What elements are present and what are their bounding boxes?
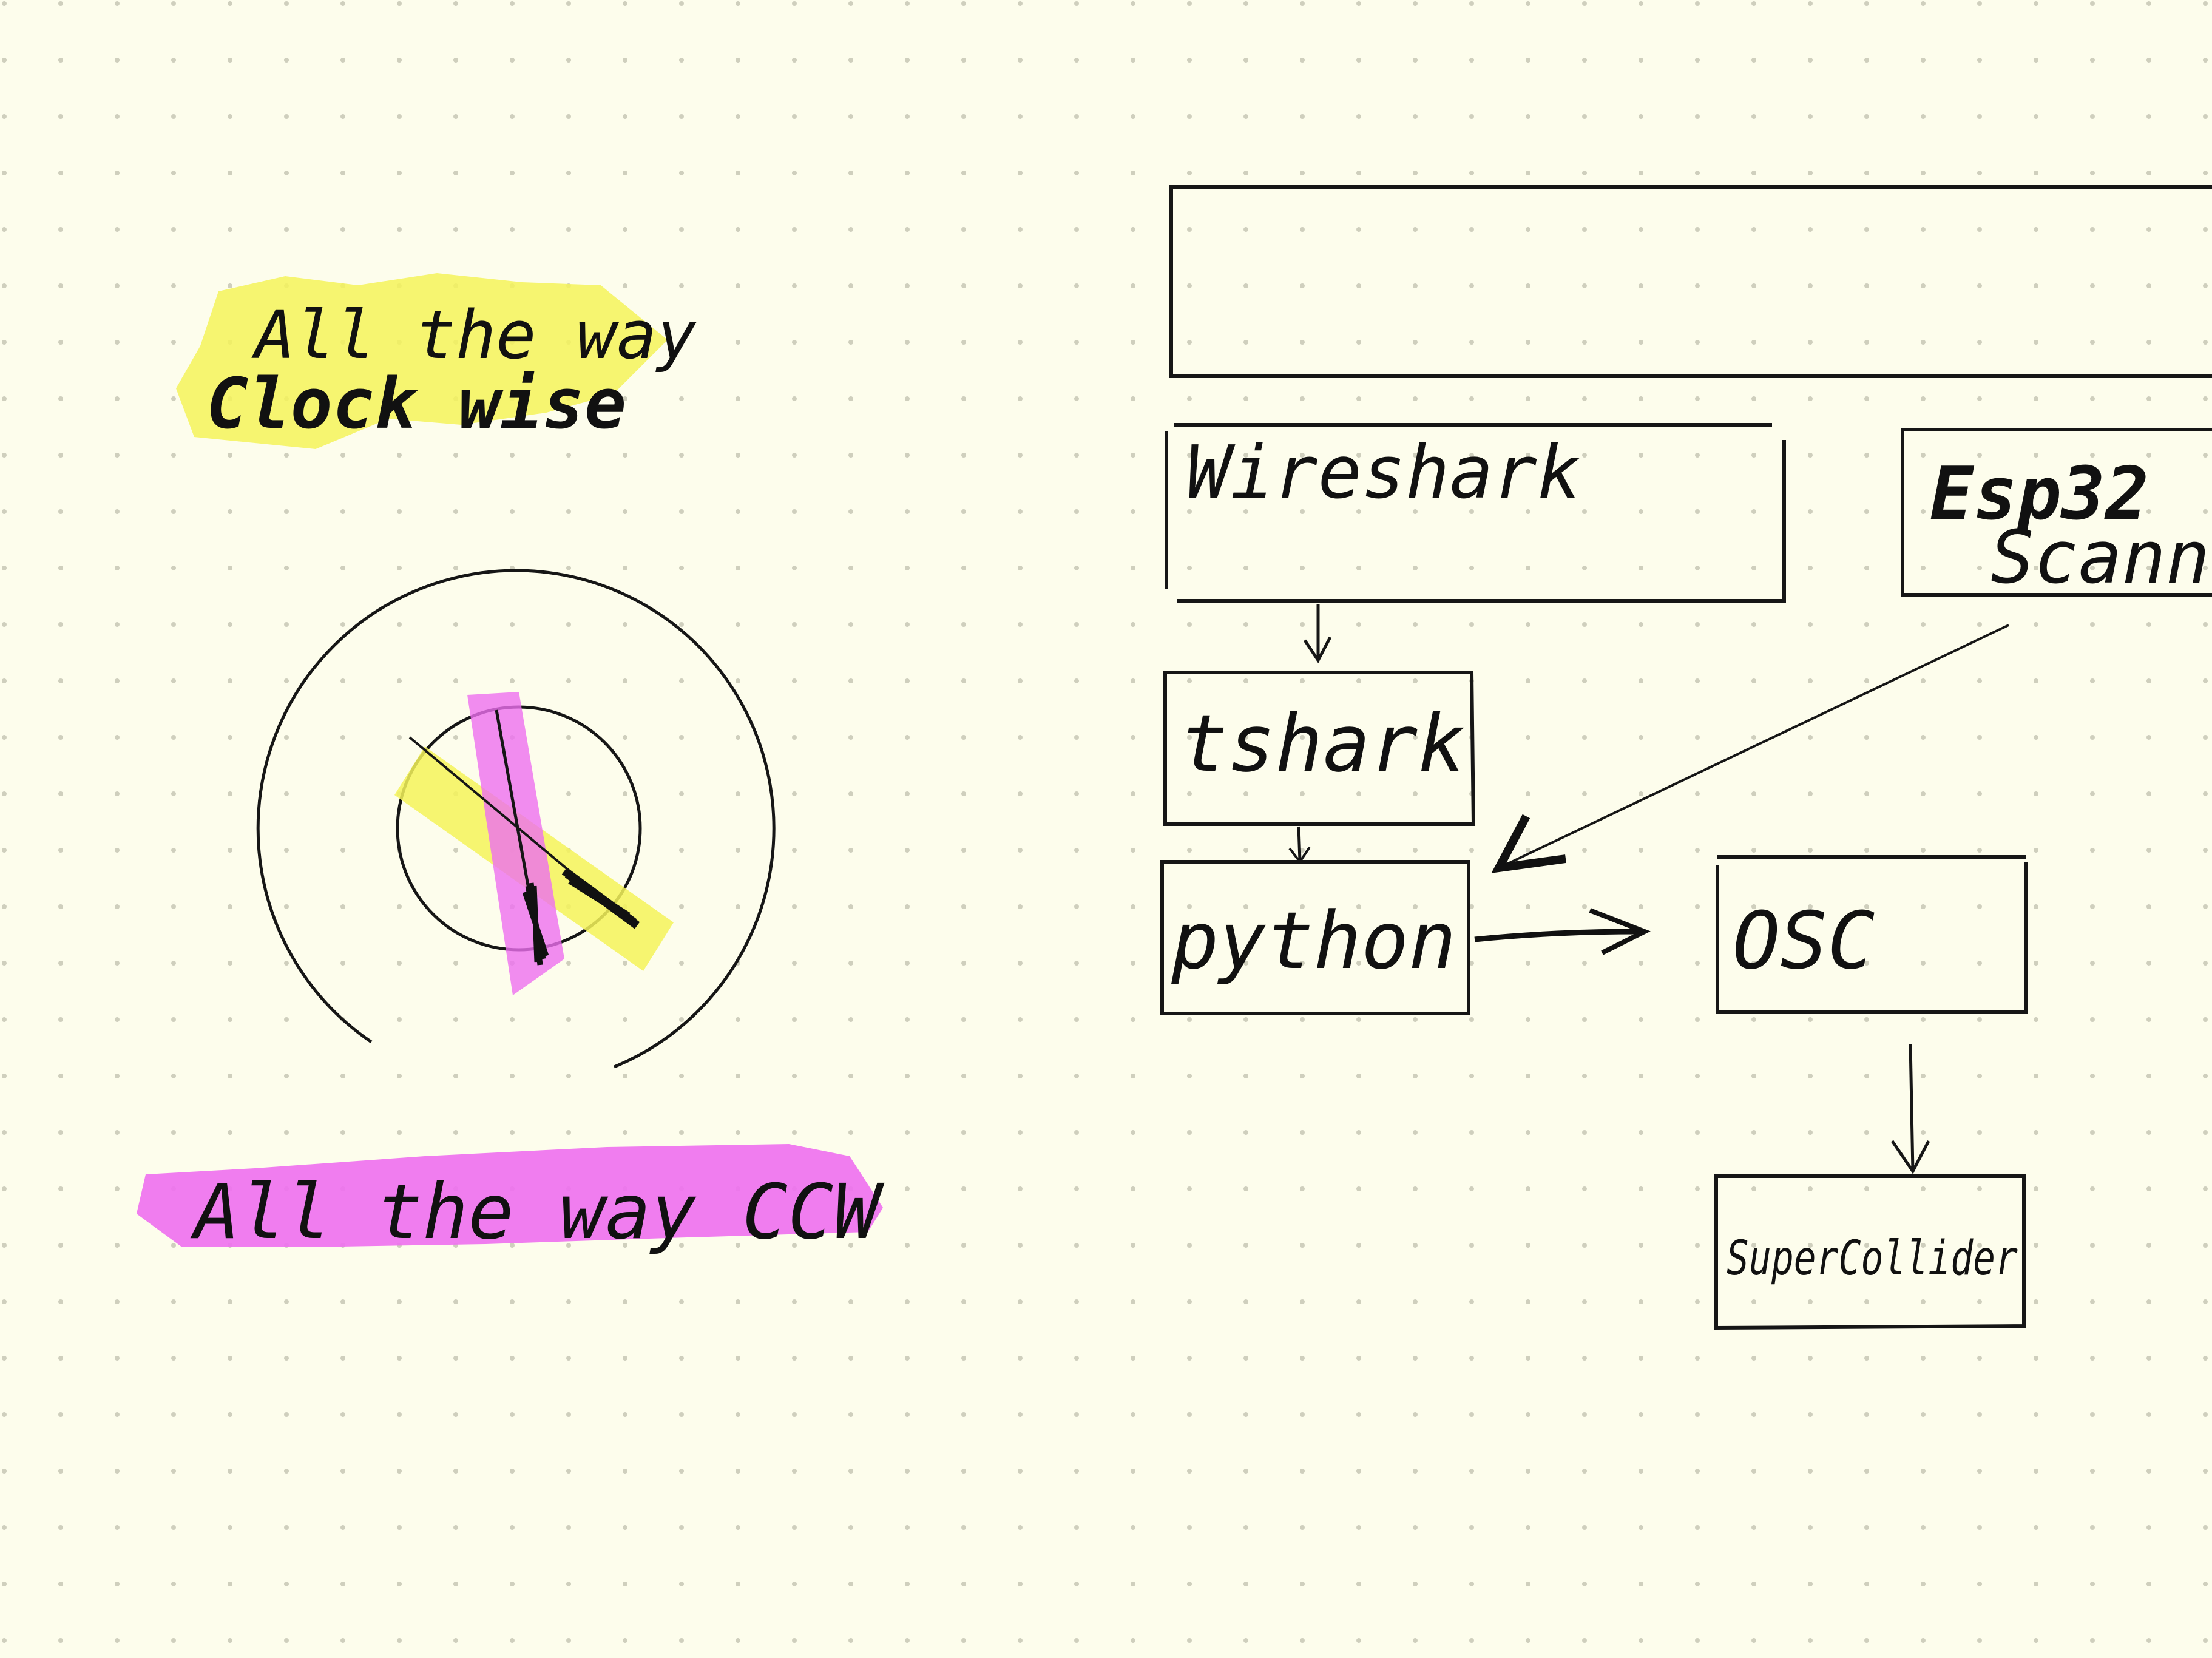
top-empty-box [1169,185,2212,378]
ccw-note: All the way CCW [190,1168,885,1256]
knob-pink-stroke [467,692,564,995]
osc-label: OSC [1733,895,1875,987]
clockwise-highlight [176,273,668,449]
esp32-label-line1: Esp32 [1930,452,2149,536]
osc-node: OSC [1716,855,2028,1014]
ccw-highlight [137,1144,883,1247]
tshark-label: tshark [1180,697,1466,790]
knob-pointer-tip-diagonal [561,867,640,929]
python-label: python [1171,895,1456,987]
tshark-box [1163,671,1476,826]
supercollider-label: SuperCollider [1727,1231,2018,1286]
arrow-esp32-to-python [1491,624,2009,873]
arrow-wireshark-to-tshark [1303,604,1332,663]
flow-diagram: Wireshark Esp32 Scann tshark python [1160,185,2212,1330]
esp32-box [1901,428,2212,597]
knob-outer-arc [256,569,776,1069]
python-box [1160,860,1470,1015]
tshark-node: tshark [1163,671,1476,826]
python-node: python [1160,860,1470,1015]
knob-sketch: All the way Clock wise All the way CCW [137,273,885,1256]
wireshark-label: Wireshark [1186,431,1581,515]
arrow-osc-to-supercollider [1890,1043,1930,1174]
arrow-python-to-osc [1474,908,1651,955]
knob-pointer-tip-vertical [522,882,549,966]
clockwise-note-line1: All the way [251,296,697,374]
esp32-label-line2: Scann [1990,516,2210,600]
supercollider-box [1714,1174,2026,1330]
esp32-node: Esp32 Scann [1901,428,2212,600]
wireshark-box [1165,423,1786,603]
osc-box [1716,855,2028,1014]
wireshark-node: Wireshark [1165,423,1786,603]
clockwise-note-line2: Clock wise [206,364,626,445]
supercollider-node: SuperCollider [1714,1174,2026,1330]
